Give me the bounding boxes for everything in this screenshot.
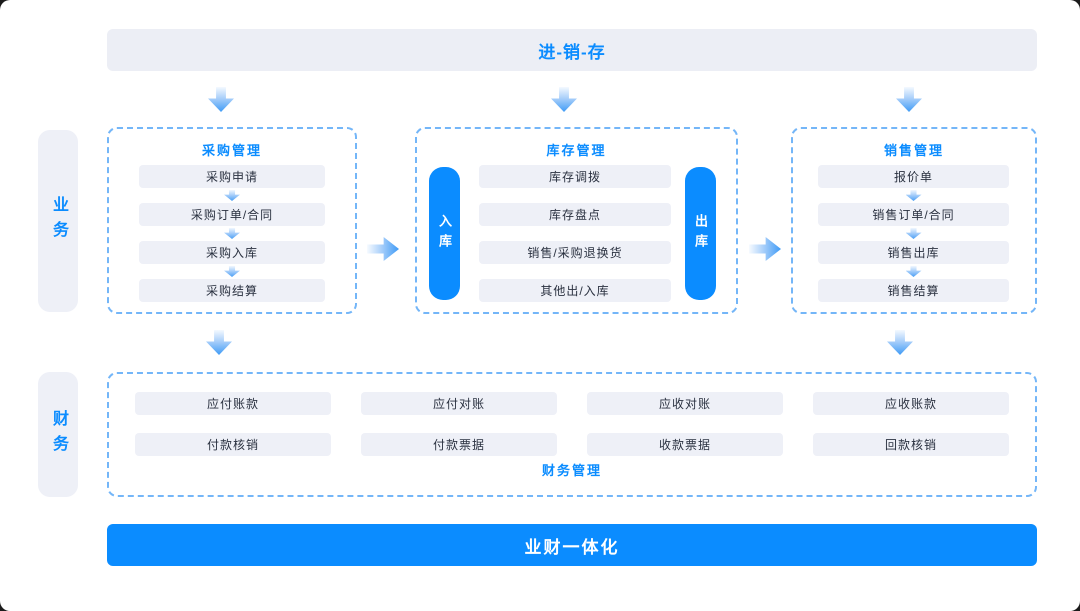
flow-item-purchase-order: 采购订单/合同 — [139, 203, 325, 226]
spacer — [479, 226, 671, 241]
down-arrow-icon — [905, 190, 922, 201]
inventory-management-box: 库存管理 入库 库存调拨 库存盘点 销售/采购退换货 其他出/入库 出库 — [415, 127, 738, 314]
purchase-management-box: 采购管理 采购申请 采购订单/合同 采购入库 采购结算 — [107, 127, 357, 314]
down-arrow-icon — [551, 87, 577, 112]
down-arrow-icon — [224, 190, 240, 201]
finance-group-label: 财务 — [50, 409, 67, 460]
outbound-pill: 出库 — [685, 167, 716, 300]
inbound-pill: 入库 — [429, 167, 460, 300]
down-arrow-icon — [887, 330, 913, 355]
flow-item-returns: 销售/采购退换货 — [479, 241, 671, 264]
flow-item-stock-count: 库存盘点 — [479, 203, 671, 226]
purchase-flow-list: 采购申请 采购订单/合同 采购入库 采购结算 — [139, 165, 325, 302]
flow-item-purchase-settlement: 采购结算 — [139, 279, 325, 302]
inventory-flow-list: 库存调拨 库存盘点 销售/采购退换货 其他出/入库 — [479, 165, 671, 302]
spacer — [479, 188, 671, 203]
sales-management-box: 销售管理 报价单 销售订单/合同 销售出库 销售结算 — [791, 127, 1037, 314]
down-arrow-icon — [896, 87, 922, 112]
inventory-box-title: 库存管理 — [546, 143, 607, 158]
right-arrow-icon — [367, 237, 399, 261]
top-banner-label: 进-销-存 — [538, 42, 606, 62]
business-group-label: 业务 — [50, 196, 67, 246]
finance-item-payable-reconciliation: 应付对账 — [361, 392, 557, 415]
finance-item-accounts-receivable: 应收账款 — [813, 392, 1009, 415]
finance-management-box: 应付账款 应付对账 应收对账 应收账款 付款核销 付款票据 收款票据 回款核销 … — [107, 372, 1037, 497]
bottom-banner: 业财一体化 — [107, 524, 1037, 566]
spacer — [479, 264, 671, 279]
flow-item-sales-order: 销售订单/合同 — [818, 203, 1009, 226]
down-arrow-icon — [224, 266, 240, 277]
outbound-pill-label: 出库 — [693, 213, 708, 254]
finance-item-accounts-payable: 应付账款 — [135, 392, 331, 415]
flow-item-stock-transfer: 库存调拨 — [479, 165, 671, 188]
inbound-pill-label: 入库 — [437, 213, 452, 254]
down-arrow-icon — [905, 266, 922, 277]
finance-item-collection-writeoff: 回款核销 — [813, 433, 1009, 456]
finance-group-pill: 财务 — [38, 372, 78, 497]
finance-box-title: 财务管理 — [541, 463, 602, 478]
right-arrow-icon — [749, 237, 781, 261]
finance-item-payment-bills: 付款票据 — [361, 433, 557, 456]
flow-item-sales-settlement: 销售结算 — [818, 279, 1009, 302]
down-arrow-icon — [208, 87, 234, 112]
finance-item-receivable-reconciliation: 应收对账 — [587, 392, 783, 415]
bottom-banner-label: 业财一体化 — [524, 537, 620, 557]
sales-box-title: 销售管理 — [883, 143, 944, 158]
finance-item-collection-bills: 收款票据 — [587, 433, 783, 456]
finance-items-grid: 应付账款 应付对账 应收对账 应收账款 付款核销 付款票据 收款票据 回款核销 — [135, 392, 1009, 456]
down-arrow-icon — [905, 228, 922, 239]
business-group-pill: 业务 — [38, 130, 78, 312]
flow-item-purchase-inbound: 采购入库 — [139, 241, 325, 264]
down-arrow-icon — [224, 228, 240, 239]
finance-item-payment-writeoff: 付款核销 — [135, 433, 331, 456]
top-banner: 进-销-存 — [107, 29, 1037, 71]
sales-flow-list: 报价单 销售订单/合同 销售出库 销售结算 — [818, 165, 1009, 302]
flow-item-quotation: 报价单 — [818, 165, 1009, 188]
flow-item-other-in-out: 其他出/入库 — [479, 279, 671, 302]
flow-item-sales-outbound: 销售出库 — [818, 241, 1009, 264]
flow-item-purchase-request: 采购申请 — [139, 165, 325, 188]
down-arrow-icon — [206, 330, 232, 355]
purchase-box-title: 采购管理 — [201, 143, 262, 158]
